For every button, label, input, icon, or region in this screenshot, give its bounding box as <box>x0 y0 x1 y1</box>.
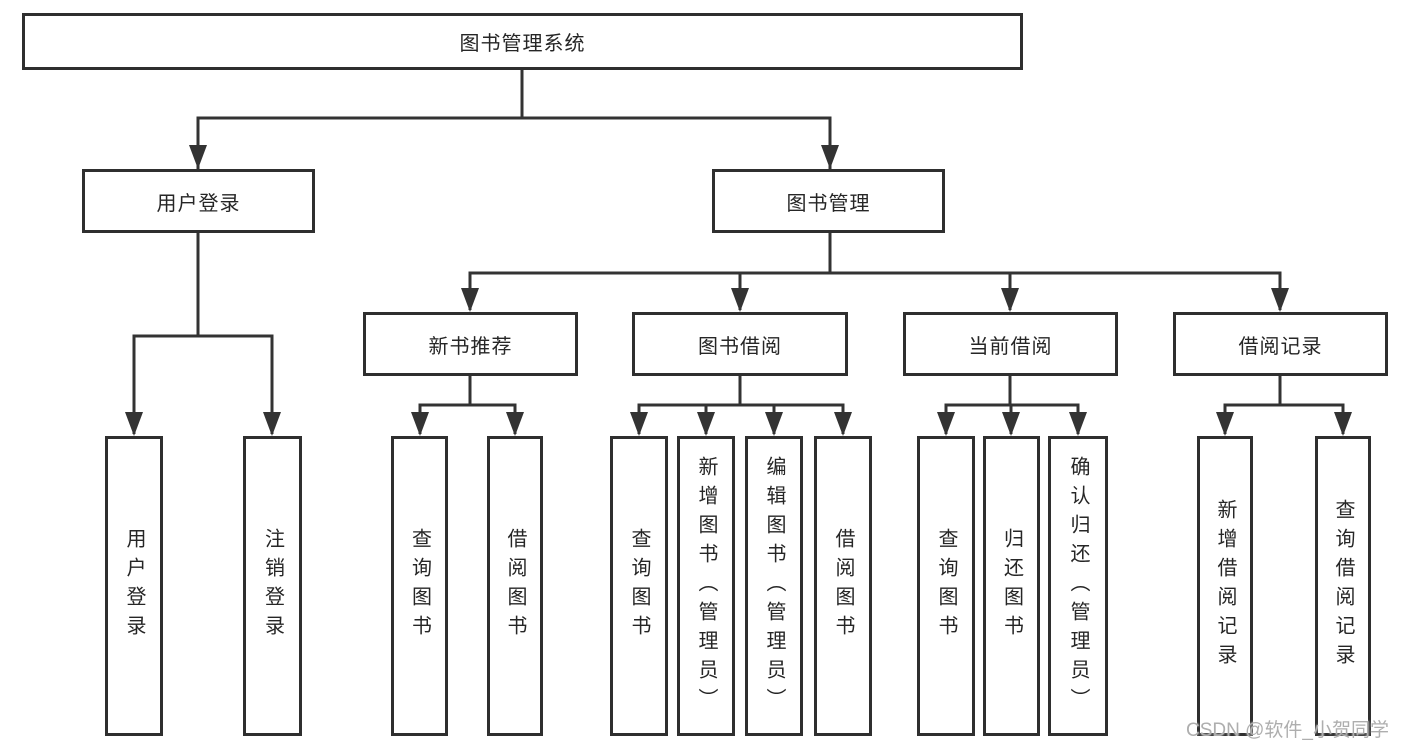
node-label: 借阅记录 <box>1238 335 1323 358</box>
node-user-login: 用户登录 <box>82 169 315 233</box>
leaf-add-book-admin: 新增图书（管理员） <box>677 436 735 736</box>
node-library-management-system: 图书管理系统 <box>22 13 1023 70</box>
csdn-watermark: CSDN @软件_小贺同学 <box>1186 720 1389 741</box>
node-label: 图书管理 <box>786 192 871 215</box>
node-label: 查询图书 <box>935 528 957 644</box>
connector-lines <box>132 70 1345 434</box>
node-book-borrowing: 图书借阅 <box>632 312 848 376</box>
node-label: 查询图书 <box>628 528 650 644</box>
node-label: 新增图书（管理员） <box>695 455 717 717</box>
node-label: 归还图书 <box>1000 528 1023 644</box>
node-current-borrowing: 当前借阅 <box>903 312 1118 376</box>
leaf-edit-book-admin: 编辑图书（管理员） <box>745 436 803 736</box>
leaf-confirm-return-admin: 确认归还（管理员） <box>1048 436 1108 736</box>
leaf-logout-login: 注销登录 <box>243 436 302 736</box>
node-label: 图书借阅 <box>698 335 782 358</box>
node-label: 当前借阅 <box>968 335 1053 358</box>
node-label: 借阅图书 <box>832 528 854 644</box>
node-label: 注销登录 <box>261 528 284 644</box>
node-label: 确认归还（管理员） <box>1067 455 1089 717</box>
node-label: 用户登录 <box>156 192 241 215</box>
leaf-user-login: 用户登录 <box>105 436 163 736</box>
leaf-borrow-books: 借阅图书 <box>814 436 872 736</box>
node-label: 新书推荐 <box>428 335 513 358</box>
leaf-query-books-current: 查询图书 <box>917 436 975 736</box>
leaf-query-borrow-record: 查询借阅记录 <box>1315 436 1371 736</box>
node-label: 编辑图书（管理员） <box>763 455 785 717</box>
node-borrowing-records: 借阅记录 <box>1173 312 1388 376</box>
leaf-borrow-books-recommend: 借阅图书 <box>487 436 543 736</box>
node-label: 查询图书 <box>408 528 431 644</box>
node-label: 查询借阅记录 <box>1332 499 1354 673</box>
connector-arrowheads <box>125 145 1352 436</box>
node-label: 借阅图书 <box>504 528 526 644</box>
node-label: 图书管理系统 <box>459 33 586 55</box>
node-label: 新增借阅记录 <box>1214 499 1236 673</box>
leaf-return-books: 归还图书 <box>983 436 1040 736</box>
leaf-query-books-borrowing: 查询图书 <box>610 436 668 736</box>
node-label: 用户登录 <box>123 528 145 644</box>
leaf-add-borrow-record: 新增借阅记录 <box>1197 436 1253 736</box>
node-new-book-recommend: 新书推荐 <box>363 312 578 376</box>
node-book-management: 图书管理 <box>712 169 945 233</box>
leaf-query-books-recommend: 查询图书 <box>391 436 448 736</box>
